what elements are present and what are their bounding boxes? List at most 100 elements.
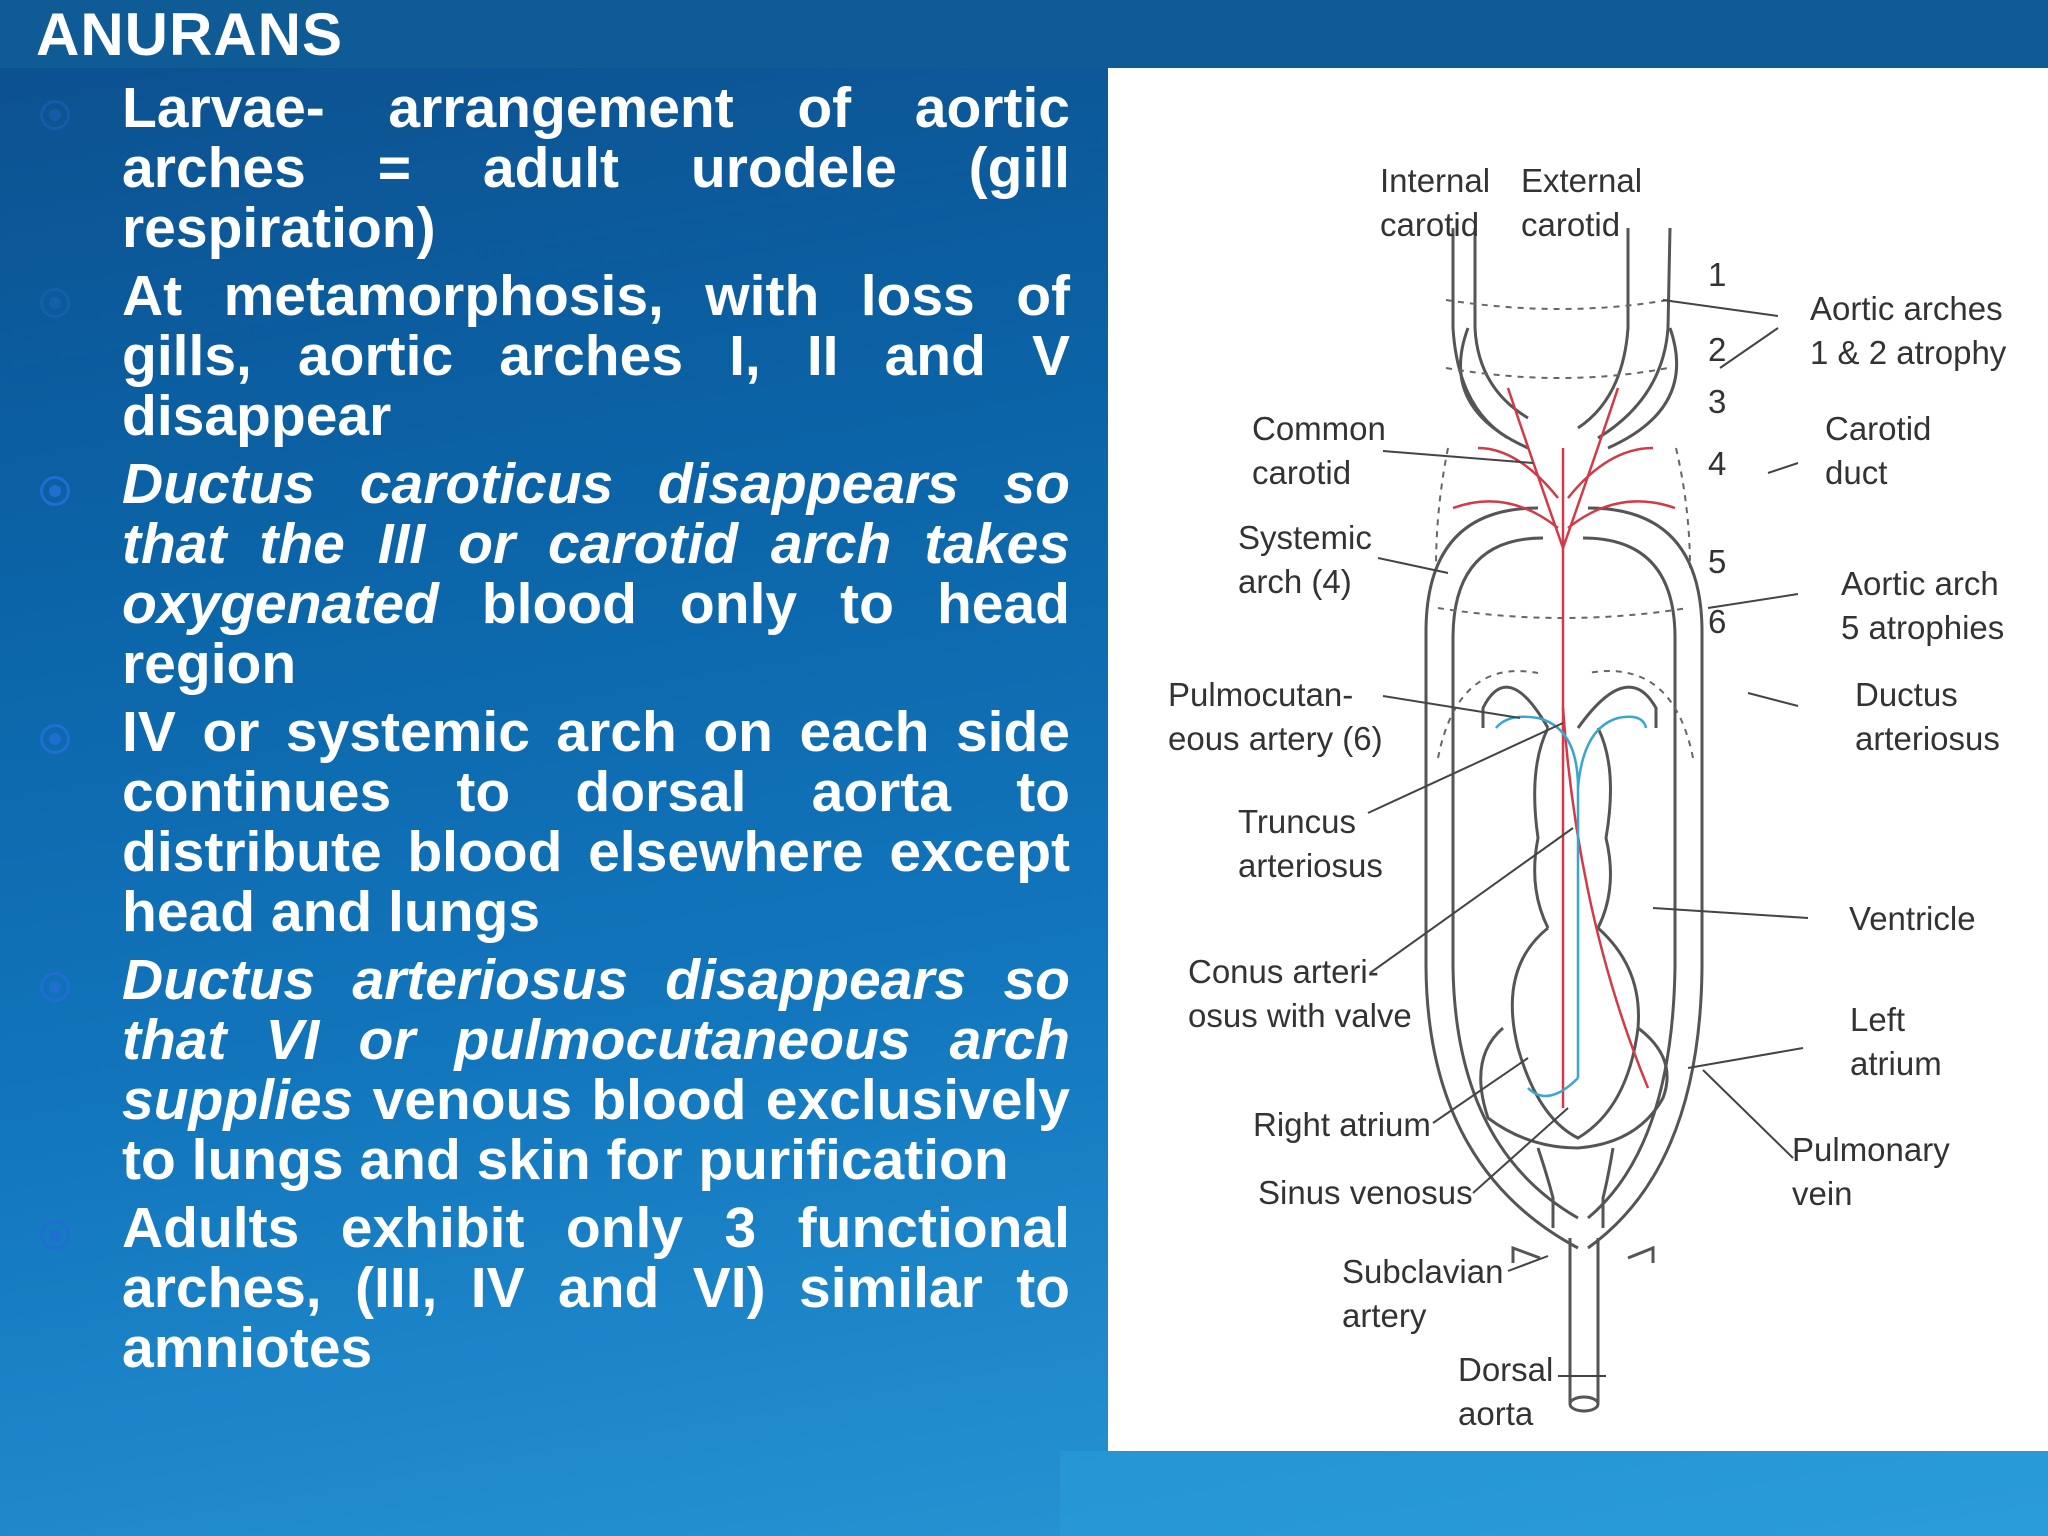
venous-flow xyxy=(1495,715,1648,1098)
label-pulmonary-vein: vein xyxy=(1792,1175,1853,1212)
leader-subclavian xyxy=(1507,1255,1549,1272)
flow-ventricle xyxy=(1561,707,1650,1089)
left-pulmocutaneous xyxy=(1481,685,1550,729)
label-left-atrium: Left xyxy=(1850,1001,1905,1038)
leader-pulmocutaneous xyxy=(1382,695,1521,719)
bullet-item: Ductus arteriosus disappears so that VI … xyxy=(34,950,1070,1190)
label-truncus: Truncus xyxy=(1238,803,1356,840)
bullet-marker-icon xyxy=(40,476,70,506)
leader-truncus xyxy=(1367,722,1564,814)
bullet-italic-text: Ductus arteriosus disappears so that VI … xyxy=(122,948,1070,1132)
arch-number-2: 2 xyxy=(1708,331,1726,368)
right-systemic-inner xyxy=(1582,536,1677,1220)
arch-numbers: 1 2 3 4 5 6 xyxy=(1708,256,1726,640)
bullet-item: Adults exhibit only 3 functional arches,… xyxy=(34,1198,1070,1378)
flow-right-systemic xyxy=(1567,500,1676,529)
leader-right-atrium xyxy=(1432,1057,1529,1124)
label-ventricle: Ventricle xyxy=(1849,900,1976,937)
arch-number-5: 5 xyxy=(1708,543,1726,580)
label-external-carotid: External xyxy=(1521,162,1642,199)
bullet-marker-icon xyxy=(40,100,70,130)
bullet-rest-text: blood only to head region xyxy=(122,572,1070,696)
flow-right-common xyxy=(1567,446,1654,499)
bullet-text: Larvae- arrangement of aortic arches = a… xyxy=(122,76,1070,260)
right-common-carotid xyxy=(1607,327,1679,450)
leader-lines xyxy=(1367,299,1809,1377)
label-pulmocutaneous: eous artery (6) xyxy=(1168,720,1383,757)
label-left-atrium: atrium xyxy=(1850,1045,1942,1082)
label-aortic-arches-12: Aortic arches xyxy=(1810,290,2003,327)
left-subclavian xyxy=(1511,1245,1541,1263)
carotid-duct-left xyxy=(1435,447,1449,569)
label-internal-carotid: carotid xyxy=(1380,206,1479,243)
left-systemic-arch xyxy=(1424,506,1579,1250)
bullet-marker-icon xyxy=(40,288,70,318)
bullet-text: Ductus caroticus disappears so that the … xyxy=(122,454,1070,694)
bottom-band xyxy=(1060,1451,2048,1536)
ventricle-outline xyxy=(1510,926,1640,1140)
bullet-item: Larvae- arrangement of aortic arches = a… xyxy=(34,78,1070,258)
label-ductus-arteriosus: Ductus xyxy=(1855,676,1958,713)
leader-aortic-5 xyxy=(1707,593,1799,609)
carotid-duct-right xyxy=(1675,447,1691,569)
label-subclavian: artery xyxy=(1342,1297,1427,1334)
label-truncus: arteriosus xyxy=(1238,847,1383,884)
label-aortic-arch-5: 5 atrophies xyxy=(1841,609,2004,646)
right-pulmocutaneous xyxy=(1576,685,1658,729)
right-subclavian xyxy=(1627,1245,1655,1263)
label-conus: osus with valve xyxy=(1188,997,1412,1034)
slide-title: ANURANS xyxy=(36,1,343,68)
leader-pulmonary-vein xyxy=(1702,1069,1794,1159)
label-aortic-arches-12: 1 & 2 atrophy xyxy=(1810,334,2007,371)
arch-number-3: 3 xyxy=(1708,383,1726,420)
label-dorsal-aorta: aorta xyxy=(1458,1395,1534,1432)
label-dorsal-aorta: Dorsal xyxy=(1458,1351,1553,1388)
arch-2-dashed xyxy=(1445,367,1669,379)
arch-1-dashed xyxy=(1445,299,1669,310)
label-sinus-venosus: Sinus venosus xyxy=(1258,1174,1473,1211)
venous-right-atrium xyxy=(1527,1077,1579,1098)
label-conus: Conus arteri- xyxy=(1188,953,1379,990)
atria-outline xyxy=(1479,1026,1669,1150)
right-external-carotid xyxy=(1597,227,1672,440)
bullet-item: IV or systemic arch on each side continu… xyxy=(34,702,1070,942)
diagram-svg: 1 2 3 4 5 6 Internal carotid External ca… xyxy=(1168,162,2007,1432)
leader-left-atrium xyxy=(1687,1047,1804,1069)
left-external-carotid xyxy=(1473,228,1529,420)
diagram-labels: Internal carotid External carotid Aortic… xyxy=(1168,162,2007,1432)
bullet-text: At metamorphosis, with loss of gills, ao… xyxy=(122,264,1070,448)
arch-number-6: 6 xyxy=(1708,603,1726,640)
label-systemic-arch: Systemic xyxy=(1238,519,1372,556)
label-pulmonary-vein: Pulmonary xyxy=(1792,1131,1950,1168)
label-common-carotid: carotid xyxy=(1252,454,1351,491)
leader-aortic-12-a xyxy=(1662,299,1779,317)
left-systemic-inner xyxy=(1451,536,1579,1220)
label-subclavian: Subclavian xyxy=(1342,1253,1503,1290)
vessel-outlines xyxy=(1424,227,1704,1413)
oxygenated-flow xyxy=(1452,387,1676,1108)
leader-systemic xyxy=(1377,557,1449,574)
arch-number-1: 1 xyxy=(1708,256,1726,293)
venous-center xyxy=(1495,715,1580,1078)
leader-conus xyxy=(1369,827,1574,974)
label-common-carotid: Common xyxy=(1252,410,1386,447)
bullet-list: Larvae- arrangement of aortic arches = a… xyxy=(34,78,1070,1386)
bullet-text: Adults exhibit only 3 functional arches,… xyxy=(122,1196,1070,1380)
label-carotid-duct: Carotid xyxy=(1825,410,1931,447)
leader-sinus-venosus xyxy=(1472,1107,1569,1194)
label-ductus-arteriosus: arteriosus xyxy=(1855,720,2000,757)
bullet-marker-icon xyxy=(40,972,70,1002)
leader-ventricle xyxy=(1652,907,1809,919)
flow-left-systemic xyxy=(1452,500,1559,529)
bullet-item: Ductus caroticus disappears so that the … xyxy=(34,454,1070,694)
bullet-text: Ductus arteriosus disappears so that VI … xyxy=(122,950,1070,1190)
ductus-arteriosus-right xyxy=(1587,670,1694,759)
label-systemic-arch: arch (4) xyxy=(1238,563,1352,600)
flow-left-common xyxy=(1477,446,1559,499)
truncus-arteriosus xyxy=(1533,727,1612,929)
venous-right xyxy=(1576,715,1648,789)
label-pulmocutaneous: Pulmocutan- xyxy=(1168,676,1353,713)
atrophied-arches xyxy=(1435,299,1694,759)
bullet-italic-text: Ductus caroticus disappears so that the … xyxy=(122,452,1070,636)
